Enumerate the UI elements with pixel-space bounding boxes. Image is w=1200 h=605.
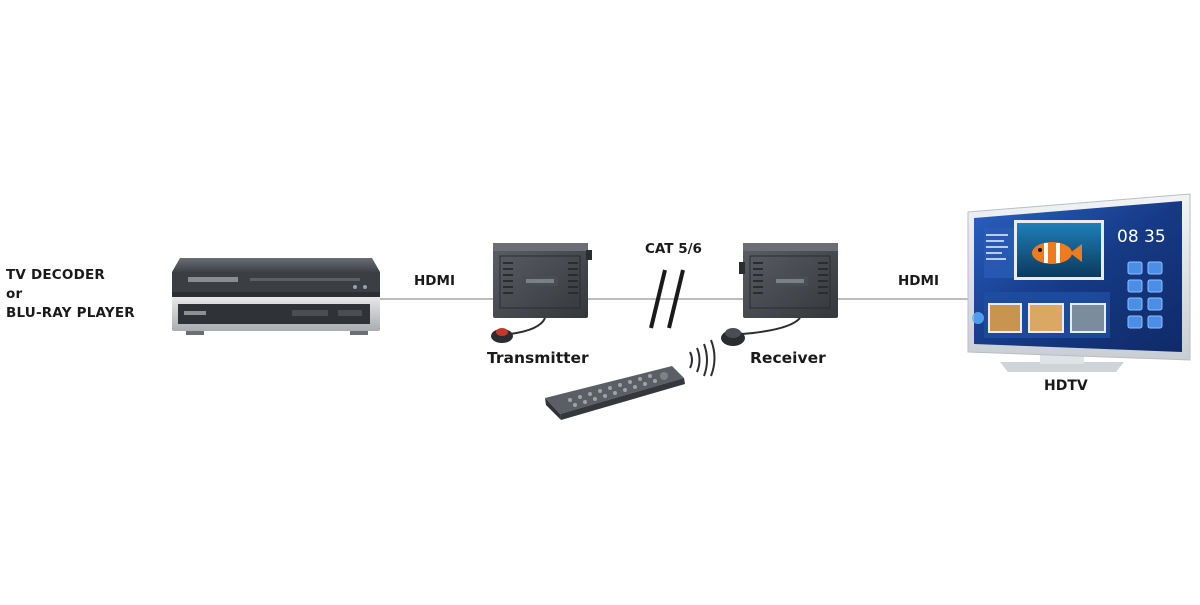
source-label-line-3: BLU-RAY PLAYER [6,305,135,321]
hdtv-icon: 08 35 [967,193,1191,372]
break-slash-2 [667,269,685,329]
receiver-label: Receiver [750,349,826,367]
transmitter-device-icon [491,243,592,343]
receiver-device-icon [721,243,838,346]
tv-clock: 08 35 [1117,227,1166,247]
hdtv-label: HDTV [1044,378,1088,394]
transmitter-label: Transmitter [487,349,589,367]
ir-signal-waves-icon [689,339,716,377]
source-device-icon [172,258,380,335]
break-slash-1 [649,269,667,329]
source-label-line-1: TV DECODER [6,267,105,283]
cable-break-marks [649,269,685,329]
source-label-line-2: or [6,286,23,302]
cable-type-label: CAT 5/6 [645,241,702,257]
hdmi-left-label: HDMI [414,273,455,289]
source-device-label: TV DECODER or BLU-RAY PLAYER [6,266,135,323]
remote-control-icon [545,366,685,420]
hdmi-right-label: HDMI [898,273,939,289]
